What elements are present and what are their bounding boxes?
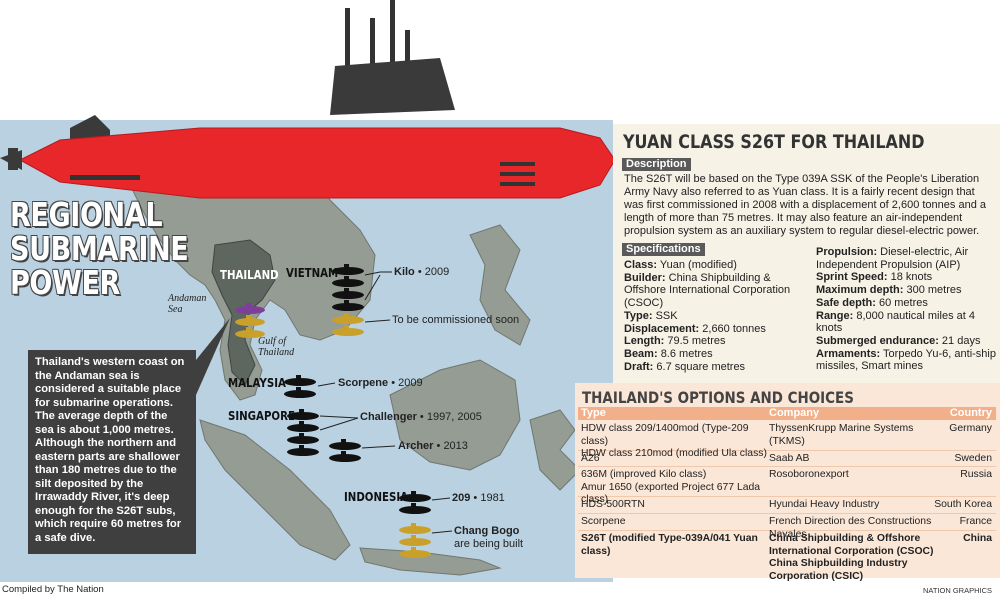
gulf-line2: Thailand <box>258 347 295 358</box>
table-row: Scorpene French Direction des Constructi… <box>578 514 996 540</box>
cell-type: S26T (modified Type-039A/041 Yuan class) <box>581 533 758 557</box>
panel-title: YUAN CLASS S26T FOR THAILAND <box>623 131 925 153</box>
cell-country: Sweden <box>954 453 992 464</box>
specs-left-column: Class: Yuan (modified) Builder: China Sh… <box>624 259 806 373</box>
spec-max-depth: Maximum depth: 300 metres <box>816 284 962 297</box>
andaman-line1: Andaman <box>168 293 207 304</box>
fleet-year: 2009 <box>398 377 423 389</box>
callout-pointer <box>196 318 230 395</box>
cell-company: ThyssenKrupp Marine Systems (TKMS) <box>769 423 914 447</box>
label-andaman-sea: Andaman Sea <box>168 293 206 315</box>
credit: Compiled by The Nation <box>2 584 104 595</box>
cell-type: Scorpene <box>581 516 626 527</box>
cell-type: A26 <box>581 453 600 464</box>
fleet-note: are being built <box>454 538 524 550</box>
label-vietnam: VIETNAM <box>286 266 339 280</box>
spec-draft: Draft: 6.7 square metres <box>624 360 746 373</box>
fleet-label-malaysia: Scorpene • 2009 <box>338 377 423 389</box>
cell-country: Germany <box>949 423 992 434</box>
options-table-header: Type Company Country <box>578 407 996 420</box>
spec-armaments: Armaments: Torpedo Yu-6, anti-ship missi… <box>816 347 996 373</box>
fleet-label-vietnam-kilo: Kilo • 2009 <box>394 266 450 278</box>
label-thailand: THAILAND <box>220 268 279 282</box>
cell-type: 636M (improved Kilo class) Amur 1650 (ex… <box>581 469 761 506</box>
sub-icons-vietnam-kilo <box>332 264 364 311</box>
table-row: HDS-500RTN Hyundai Heavy Industry South … <box>578 497 996 514</box>
philippines-landmass <box>469 224 531 346</box>
fleet-name: 209 <box>452 492 471 504</box>
sub-icons-singapore-archer <box>329 439 361 462</box>
main-title-line1: REGIONAL <box>10 195 163 234</box>
spec-beam: Beam: 8.6 metres <box>624 347 713 360</box>
specifications-header: Specifications <box>622 243 705 256</box>
cell-company: Rosoboronexport <box>769 469 849 480</box>
table-row: A26 Saab AB Sweden <box>578 451 996 467</box>
spec-submerged-endurance: Submerged endurance: 21 days <box>816 334 981 347</box>
cell-type: HDS-500RTN <box>581 499 645 510</box>
cell-type: HDW class 209/1400mod (Type-209 class) H… <box>581 423 767 460</box>
label-gulf-of-thailand: Gulf of Thailand <box>258 336 294 358</box>
sub-icons-indonesia-chang-bogo <box>399 523 431 558</box>
cell-company: China Shipbuilding & Offshore Internatio… <box>769 533 934 582</box>
fleet-year: 2009 <box>424 266 450 278</box>
fleet-name: Challenger <box>360 411 417 423</box>
spec-safe-depth: Safe depth: 60 metres <box>816 296 928 309</box>
fleet-label-indonesia-chang-bogo: Chang Bogo are being built <box>454 525 523 551</box>
fleet-name: Chang Bogo <box>454 525 520 537</box>
label-malaysia: MALAYSIA <box>228 376 286 390</box>
sub-icons-malaysia <box>284 375 316 398</box>
fleet-label-singapore-archer: Archer • 2013 <box>398 440 468 452</box>
s26t-submarine-illustration <box>0 0 616 199</box>
spec-sprint-speed: Sprint Speed: 18 knots <box>816 271 933 284</box>
cell-country: France <box>959 516 992 527</box>
main-title-line2: SUBMARINE POWER <box>10 229 189 302</box>
andaman-callout: Thailand's western coast on the Andaman … <box>28 350 196 554</box>
cell-company: Hyundai Heavy Industry <box>769 499 880 510</box>
cell-company: Saab AB <box>769 453 810 464</box>
sub-icons-thailand <box>235 303 265 338</box>
sumatra-landmass <box>199 419 351 561</box>
cell-country: China <box>963 533 992 544</box>
fleet-name: Kilo <box>394 266 415 278</box>
spec-displacement: Displacement: 2,660 tonnes <box>624 322 766 335</box>
sub-icons-vietnam-pending <box>332 313 364 336</box>
table-row: HDW class 209/1400mod (Type-209 class) H… <box>578 421 996 459</box>
header-type: Type <box>581 407 606 419</box>
spec-range: Range: 8,000 nautical miles at 4 knots <box>816 309 975 335</box>
label-indonesia: INDONESIA <box>344 490 409 504</box>
sub-icons-singapore-challenger <box>287 409 319 456</box>
main-title: REGIONAL SUBMARINE POWER <box>10 198 272 300</box>
label-singapore: SINGAPORE <box>228 409 295 423</box>
sub-icons-indonesia-209 <box>399 491 431 514</box>
specs-right-column: Propulsion: Diesel-electric, Air Indepen… <box>816 246 996 373</box>
table-row: S26T (modified Type-039A/041 Yuan class)… <box>578 531 996 582</box>
fleet-name: Scorpene <box>338 377 389 389</box>
fleet-name: Archer <box>398 440 434 452</box>
fleet-label-indonesia-209: 209 • 1981 <box>452 492 505 504</box>
fleet-label-vietnam-pending: To be commissioned soon <box>392 314 520 326</box>
cell-country: South Korea <box>934 499 992 510</box>
description-header: Description <box>622 158 691 171</box>
andaman-line2: Sea <box>168 304 183 315</box>
cell-company: French Direction des Constructions Naval… <box>769 516 932 540</box>
fleet-label-singapore-challenger: Challenger • 1997, 2005 <box>360 411 482 423</box>
spec-propulsion: Propulsion: Diesel-electric, Air Indepen… <box>816 246 969 271</box>
spec-length: Length: 79.5 metres <box>624 335 726 348</box>
fleet-year: 1981 <box>480 492 505 504</box>
gulf-line1: Gulf of <box>258 336 287 347</box>
header-company: Company <box>769 407 820 419</box>
header-country: Country <box>949 407 992 419</box>
borneo-landmass <box>389 359 521 471</box>
table-row: 636M (improved Kilo class) Amur 1650 (ex… <box>578 467 996 505</box>
spec-type: Type: SSK <box>624 309 678 322</box>
fleet-year: 2013 <box>443 440 468 452</box>
description-text: The S26T will be based on the Type 039A … <box>624 173 986 237</box>
spec-builder: Builder: China Shipbuilding & Offshore I… <box>624 271 791 310</box>
fleet-year: 1997, 2005 <box>426 411 482 423</box>
cell-country: Russia <box>960 469 992 480</box>
spec-class: Class: Yuan (modified) <box>624 259 737 271</box>
options-title: THAILAND'S OPTIONS AND CHOICES <box>582 388 854 407</box>
leader-lines <box>317 271 453 534</box>
credit-graphics: NATION GRAPHICS <box>922 586 992 595</box>
